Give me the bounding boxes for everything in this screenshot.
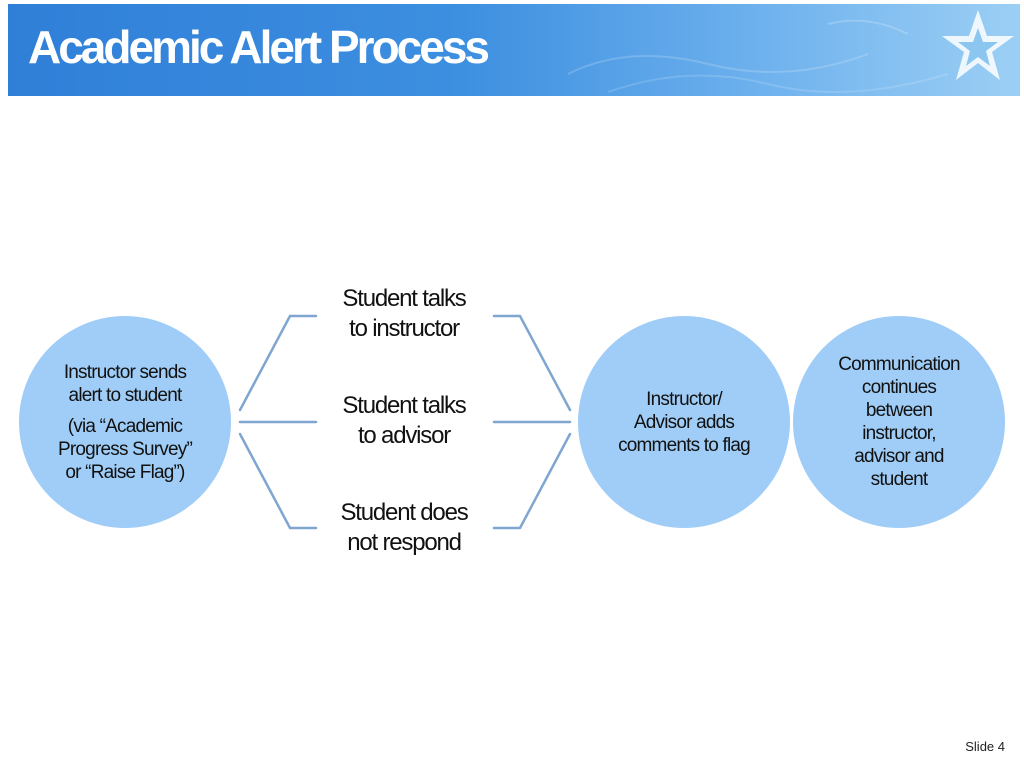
end-circle: Communication continues between instruct… — [793, 316, 1005, 528]
option-1-line-1: Student talks — [342, 285, 466, 312]
end-circle-text: Communication continues between instruct… — [838, 353, 960, 491]
end-line-1: Communication — [838, 354, 960, 375]
slide-number: Slide 4 — [965, 739, 1005, 754]
connector-left-bottom — [238, 432, 318, 530]
step-circle-text: Instructor/ Advisor adds comments to fla… — [618, 388, 751, 457]
step-line-2: Advisor adds — [633, 411, 735, 433]
option-2-line-1: Student talks — [342, 392, 466, 419]
page-title: Academic Alert Process — [28, 21, 490, 73]
step-line-3: comments to flag — [618, 434, 751, 456]
end-line-5: advisor and — [854, 446, 944, 467]
option-talks-to-advisor: Student talks to advisor — [314, 391, 494, 451]
title-banner: Academic Alert Process — [8, 4, 1020, 96]
starfish-icon — [942, 10, 1014, 80]
option-talks-to-instructor: Student talks to instructor — [314, 284, 494, 344]
start-line-2: alert to student — [68, 384, 183, 406]
option-2-line-2: to advisor — [357, 422, 451, 449]
connector-left-top — [238, 314, 318, 412]
connector-right-top — [492, 314, 572, 412]
option-1-line-2: to instructor — [349, 315, 460, 342]
start-circle: Instructor sends alert to student (via “… — [19, 316, 231, 528]
start-line-5: or “Raise Flag”) — [65, 461, 185, 483]
start-line-1: Instructor sends — [63, 361, 187, 383]
step-line-1: Instructor/ — [646, 388, 722, 410]
connector-right-bottom — [492, 432, 572, 530]
end-line-3: between — [865, 400, 933, 421]
start-line-3: (via “Academic — [67, 415, 183, 437]
option-does-not-respond: Student does not respond — [314, 498, 494, 558]
option-3-line-1: Student does — [340, 499, 468, 526]
start-circle-text: Instructor sends alert to student (via “… — [58, 361, 193, 484]
step-circle: Instructor/ Advisor adds comments to fla… — [578, 316, 790, 528]
option-3-line-2: not respond — [347, 529, 462, 556]
end-line-6: student — [870, 469, 929, 490]
end-line-4: instructor, — [862, 423, 936, 444]
banner-wave-decoration — [567, 19, 949, 93]
start-line-4: Progress Survey” — [58, 438, 193, 460]
end-line-2: continues — [861, 377, 937, 398]
